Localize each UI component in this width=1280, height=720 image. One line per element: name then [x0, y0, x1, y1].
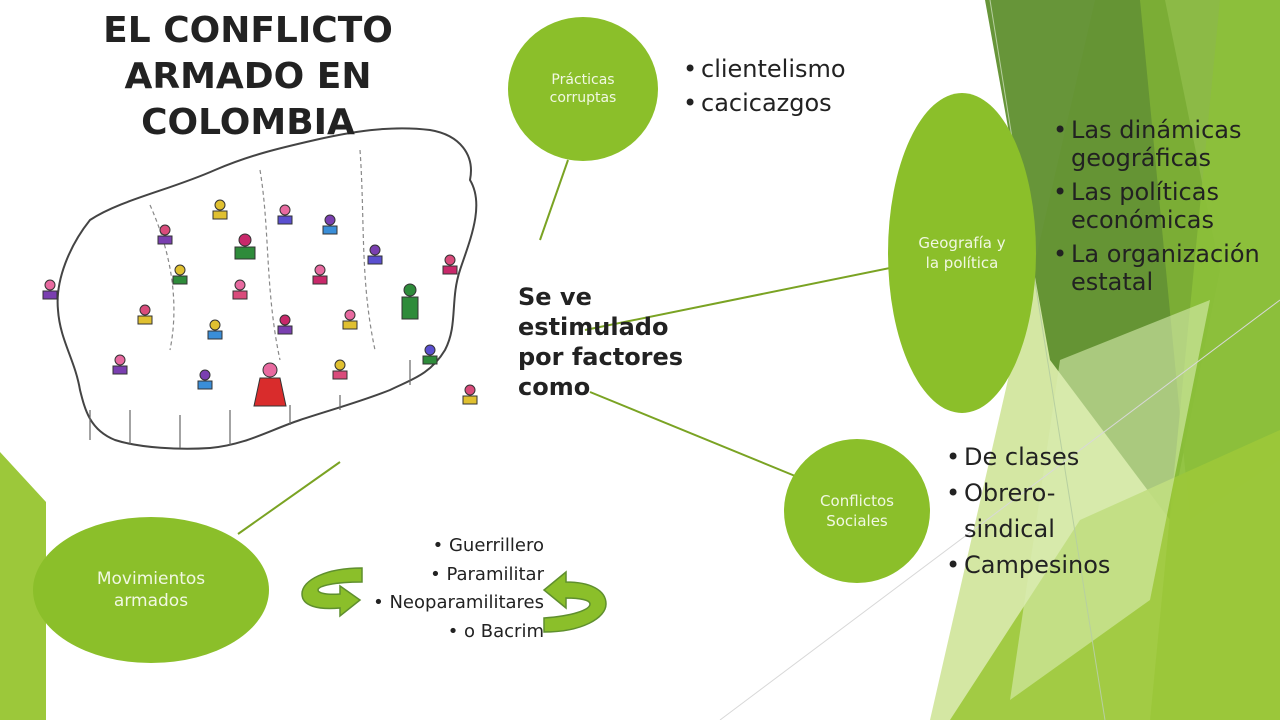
node-practicas-corruptas: Prácticas corruptas	[508, 17, 658, 161]
left-edge-stripe	[0, 452, 46, 720]
list-item: Las políticas económicas	[1053, 178, 1273, 234]
connector-practicas	[539, 159, 569, 241]
movimientos-list: Guerrillero Paramilitar Neoparamilitares…	[300, 532, 544, 646]
center-text: Se ve estimulado por factores como	[518, 283, 684, 401]
list-item: Obrero-sindical	[946, 475, 1116, 547]
list-item: clientelismo	[683, 52, 923, 86]
connector-geografia	[584, 267, 891, 331]
page-title: EL CONFLICTO ARMADO EN COLOMBIA	[103, 10, 393, 143]
list-item: La organización estatal	[1053, 240, 1273, 296]
node-geografia-label: Geografía y la política	[918, 234, 1006, 272]
list-item: De clases	[946, 439, 1116, 475]
node-movimientos-label: Movimientos armados	[96, 569, 206, 611]
connector-movimientos	[237, 461, 341, 535]
node-conflictos-label: Conflictos Sociales	[820, 492, 894, 530]
list-item: cacicazgos	[683, 86, 923, 120]
figures	[42, 199, 478, 407]
map-inner-ridge	[149, 149, 376, 361]
list-item: Paramilitar	[300, 561, 544, 590]
list-item: Campesinos	[946, 547, 1116, 583]
node-geografia-politica: Geografía y la política	[888, 93, 1036, 413]
practicas-list: clientelismo cacicazgos	[683, 52, 923, 120]
map-outline	[56, 127, 478, 450]
thin-line-1	[989, 0, 1106, 720]
geografia-list: Las dinámicas geográficas Las políticas …	[1053, 116, 1273, 296]
colombia-map-illustration	[42, 127, 478, 450]
node-conflictos-sociales: Conflictos Sociales	[784, 439, 930, 583]
list-item: Guerrillero	[300, 532, 544, 561]
list-item: o Bacrim	[300, 618, 544, 647]
map-cliffs	[89, 360, 411, 448]
list-item: Neoparamilitares	[300, 589, 544, 618]
node-movimientos-armados: Movimientos armados	[33, 517, 269, 663]
connector-conflictos	[589, 391, 801, 479]
node-practicas-label: Prácticas corruptas	[549, 72, 617, 106]
list-item: Las dinámicas geográficas	[1053, 116, 1273, 172]
conflictos-list: De clases Obrero-sindical Campesinos	[946, 439, 1116, 583]
